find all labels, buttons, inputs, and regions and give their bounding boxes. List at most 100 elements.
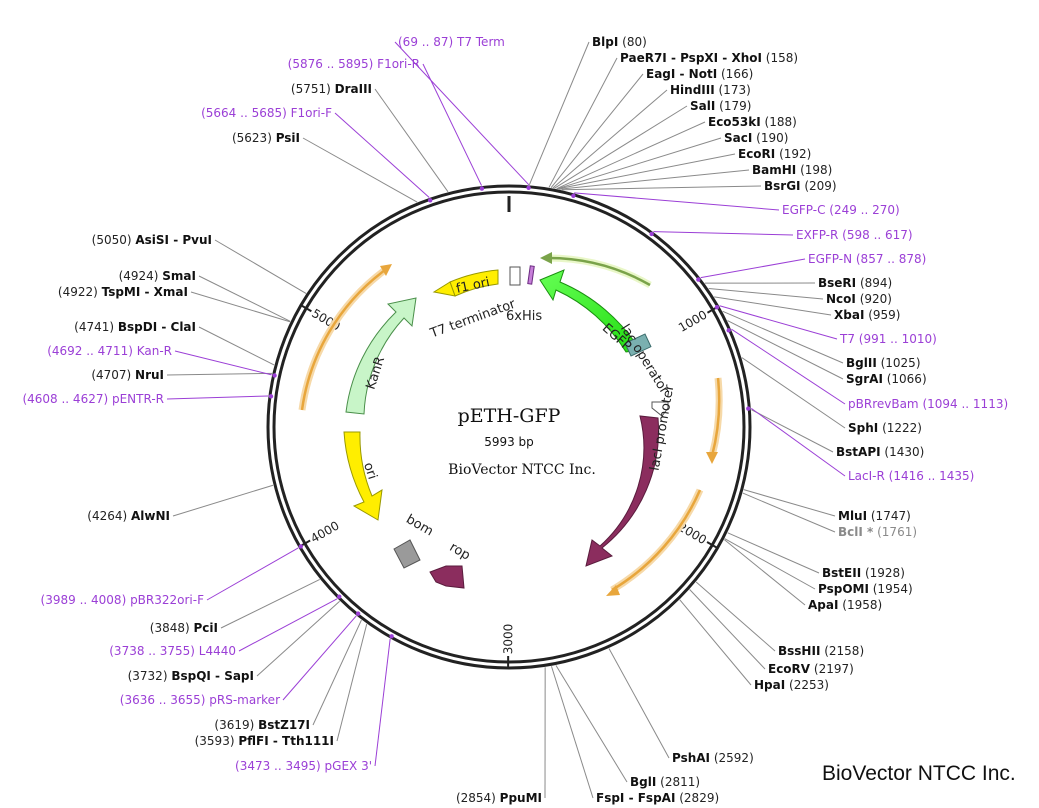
site-label-prsmarker: (3636 .. 3655) pRS-marker: [120, 693, 280, 707]
feature-rop: [429, 565, 465, 589]
site-label-part: XbaI: [834, 308, 864, 322]
site-label-sphi: SphI (1222): [848, 421, 922, 435]
site-label-part: EGFP-C: [782, 203, 825, 217]
site-label-part: SalI: [690, 99, 715, 113]
leader-line-pcii: [220, 578, 320, 629]
site-label-bcli: BclI * (1761): [838, 525, 917, 539]
site-label-part: EGFP-N: [808, 252, 852, 266]
site-label-part: TspMI - XmaI: [102, 285, 188, 299]
leader-line-apai: [723, 539, 806, 606]
site-label-part: (4692 .. 4711): [47, 344, 137, 358]
leader-line-lacir: [750, 407, 846, 477]
leader-line-sgrai: [727, 320, 844, 380]
site-label-part: MluI: [838, 509, 867, 523]
leader-line-pshai: [608, 648, 670, 759]
label-his: 6xHis: [506, 309, 542, 324]
site-label-part: SmaI: [162, 269, 196, 283]
leader-line-bsteii: [727, 532, 820, 574]
site-label-part: (1416 .. 1435): [885, 469, 975, 483]
site-label-part: NcoI: [826, 292, 856, 306]
site-leader-lines: [166, 41, 846, 799]
site-label-ppumi: (2854) PpuMI: [456, 791, 542, 805]
site-label-part: (188): [761, 115, 797, 129]
leader-line-pgex3: [374, 638, 391, 767]
laci-promoter-arrow: [651, 401, 669, 417]
label-ori: ori: [360, 461, 379, 482]
site-label-part: (179): [715, 99, 751, 113]
tick-mark: [706, 541, 718, 549]
site-label-part: PciI: [194, 621, 219, 635]
site-label-sgrai: SgrAI (1066): [846, 372, 927, 386]
site-label-part: (3473 .. 3495): [235, 759, 325, 773]
site-label-part: T7: [839, 332, 855, 346]
site-label-part: PaeR7I - PspXI - XhoI: [620, 51, 762, 65]
orf-arrowhead-2: [606, 585, 620, 596]
feature-ori: [343, 431, 383, 521]
site-label-l4440: (3738 .. 3755) L4440: [109, 644, 236, 658]
primer-mark-egfpc: [571, 193, 576, 198]
leader-line-ncoi: [708, 288, 824, 300]
plasmid-name: pETH-GFP: [458, 405, 561, 427]
site-label-part: (158): [762, 51, 798, 65]
feature-egfp: [539, 269, 652, 357]
site-label-eco53ki: Eco53kI (188): [708, 115, 797, 129]
site-label-pshai: PshAI (2592): [672, 751, 754, 765]
leader-line-ecorv: [689, 589, 766, 670]
site-label-pbr322ori: (3989 .. 4008) pBR322ori-F: [41, 593, 205, 607]
site-label-asisi: (5050) AsiSI - PvuI: [92, 233, 212, 247]
site-label-fspi: FspI - FspAI (2829): [596, 791, 719, 805]
leader-line-fspi: [550, 666, 594, 799]
site-label-pgex3: (3473 .. 3495) pGEX 3': [235, 759, 372, 773]
site-label-psp5ii: PspOMI (1954): [818, 582, 913, 596]
site-label-part: (894): [856, 276, 892, 290]
leader-line-bspdi: [198, 326, 275, 366]
feature-his-tag: [527, 265, 535, 285]
site-label-part: F1ori-R: [377, 57, 420, 71]
primer-mark-t7term: [526, 185, 531, 191]
leader-line-t7: [719, 305, 838, 340]
leader-line-asisi: [214, 239, 307, 294]
site-label-bseri: BseRI (894): [818, 276, 892, 290]
leader-line-f1orif: [334, 112, 430, 198]
brand-watermark: BioVector NTCC Inc.: [822, 762, 1016, 785]
primer-mark-t7: [714, 305, 720, 310]
site-label-part: SacI: [724, 131, 752, 145]
site-label-bglii: BglII (1025): [846, 356, 921, 370]
site-label-pflfi: (3593) PflFI - Tth111I: [195, 734, 334, 748]
leader-line-smai: [198, 275, 291, 322]
leader-line-alwni: [172, 484, 274, 517]
leader-line-psii: [302, 137, 418, 203]
site-label-part: (173): [715, 83, 751, 97]
site-label-paer7i: PaeR7I - PspXI - XhoI (158): [620, 51, 798, 65]
leader-line-pbr322ori: [206, 547, 299, 601]
site-label-part: (1066): [883, 372, 927, 386]
site-label-part: BstAPI: [836, 445, 881, 459]
site-label-part: (4922): [58, 285, 102, 299]
site-label-pcii: (3848) PciI: [150, 621, 218, 635]
site-label-part: BglII: [846, 356, 877, 370]
site-label-part: LacI-R: [848, 469, 885, 483]
site-label-part: BsrGI: [764, 179, 801, 193]
site-label-part: (192): [775, 147, 811, 161]
leader-line-bstz17i: [312, 619, 362, 726]
site-label-ncoi: NcoI (920): [826, 292, 892, 306]
primer-mark-kanr_p: [272, 373, 277, 378]
leader-line-pentrr: [166, 395, 269, 400]
label-f1ori: f1 ori: [455, 275, 491, 297]
feature-f1ori: [432, 269, 499, 297]
site-label-part: HpaI: [754, 678, 785, 692]
site-label-part: (69 .. 87): [398, 35, 457, 49]
leader-line-eagi: [550, 73, 644, 188]
site-label-hindiii: HindIII (173): [670, 83, 751, 97]
site-label-bamhi: BamHI (198): [752, 163, 832, 177]
label-bom: bom: [403, 512, 436, 539]
site-label-pentrr: (4608 .. 4627) pENTR-R: [22, 392, 164, 406]
site-label-t7: T7 (991 .. 1010): [839, 332, 937, 346]
site-label-part: Eco53kI: [708, 115, 761, 129]
site-label-part: (2829): [675, 791, 719, 805]
backbone-inner-ring: [272, 190, 746, 664]
leader-line-sali: [554, 105, 688, 189]
site-label-part: (1222): [878, 421, 922, 435]
leader-line-pflfi: [336, 623, 368, 742]
